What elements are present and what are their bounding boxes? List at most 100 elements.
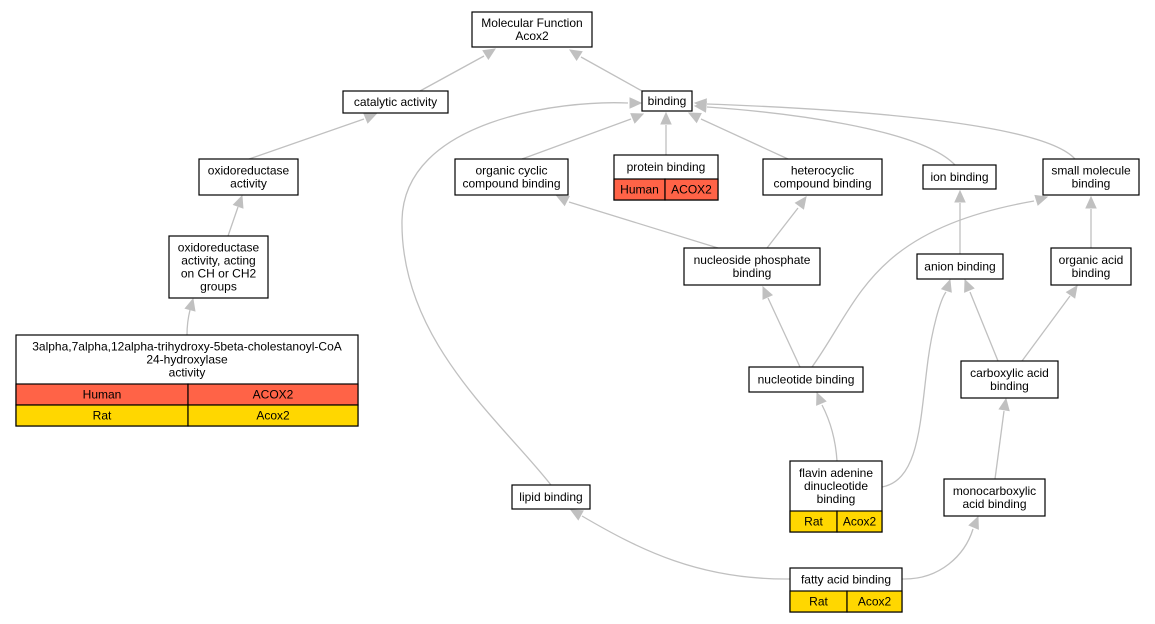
node-box — [342, 90, 449, 114]
node-label: binding — [817, 492, 856, 506]
node-label: fatty acid binding — [801, 573, 891, 587]
arrowhead — [555, 195, 570, 207]
edge-nucleoside_phosphate-to-heterocyclic — [766, 196, 807, 249]
node-label: nucleoside phosphate — [694, 253, 811, 267]
edge-line — [568, 201, 719, 249]
edge-line — [767, 297, 801, 368]
node-box — [916, 253, 1004, 280]
species-label: Rat — [804, 515, 823, 529]
edge-line — [766, 207, 799, 249]
node-box — [748, 366, 864, 393]
gene-cell — [846, 590, 903, 613]
gene-cell — [664, 178, 719, 201]
arrowhead — [968, 515, 979, 530]
node-label: acid binding — [962, 497, 1026, 511]
node-ion[interactable]: ion binding — [922, 164, 997, 190]
node-box — [198, 158, 299, 196]
edge-line — [969, 291, 999, 362]
arrowhead — [762, 285, 774, 300]
edge-lipid-to-binding — [401, 97, 643, 486]
node-label: monocarboxylic — [953, 484, 1036, 498]
species-label: Rat — [809, 595, 828, 609]
node-lipid[interactable]: lipid binding — [511, 484, 591, 510]
edge-small_molecule-to-binding — [693, 98, 1076, 160]
node-nucleotide[interactable]: nucleotide binding — [748, 366, 864, 393]
edge-line — [901, 528, 974, 580]
gene-cell — [187, 404, 359, 427]
node-label: binding — [1072, 177, 1111, 191]
node-label: binding — [648, 94, 687, 108]
edge-carboxylic-to-anion — [964, 278, 999, 362]
node-anion[interactable]: anion binding — [916, 253, 1004, 280]
arrowhead — [954, 189, 966, 203]
node-label: Acox2 — [515, 29, 549, 43]
edge-binding-to-mf — [568, 49, 643, 92]
edge-organic_cyclic-to-binding — [521, 113, 645, 160]
node-box — [511, 484, 591, 510]
node-label: anion binding — [924, 260, 995, 274]
edge-line — [419, 55, 485, 92]
edge-line — [248, 118, 365, 160]
node-label: catalytic activity — [354, 95, 437, 109]
node-label: 24-hydroxylase — [146, 353, 228, 367]
arrowhead — [232, 194, 244, 209]
node-label: carboxylic acid — [970, 366, 1049, 380]
node-label: binding — [1072, 266, 1111, 280]
node-label: activity, acting — [181, 254, 255, 268]
node-box — [683, 247, 821, 286]
edge-nucleoside_phosphate-to-organic_cyclic — [555, 195, 719, 249]
edge-line — [1021, 295, 1071, 362]
node-label: heterocyclic — [791, 164, 854, 178]
edge-line — [227, 206, 239, 237]
arrowhead — [482, 48, 497, 61]
node-box — [1042, 158, 1140, 196]
edge-line — [581, 515, 791, 580]
arrowhead — [1085, 195, 1097, 209]
node-label: protein binding — [627, 160, 706, 174]
arrowhead — [629, 97, 643, 109]
node-label: binding — [990, 379, 1029, 393]
edge-anion-to-ion — [954, 189, 966, 254]
arrowhead — [940, 278, 952, 293]
node-box — [471, 11, 593, 48]
node-binding[interactable]: binding — [641, 90, 693, 112]
edge-nucleotide-to-small_molecule — [811, 194, 1049, 368]
gene-label: Acox2 — [858, 595, 892, 609]
edge-line — [706, 106, 956, 166]
node-label: organic acid — [1059, 253, 1124, 267]
gene-label: ACOX2 — [253, 388, 294, 402]
edge-line — [706, 103, 1076, 160]
arrowhead — [693, 98, 707, 110]
edge-fatty_acid-to-lipid — [569, 509, 791, 580]
arrowhead — [184, 297, 196, 312]
node-hydroxylase[interactable]: 3alpha,7alpha,12alpha-trihydroxy-5beta-c… — [15, 334, 359, 427]
species-label: Human — [620, 183, 659, 197]
gene-label: Acox2 — [256, 409, 290, 423]
node-catalytic[interactable]: catalytic activity — [342, 90, 449, 114]
node-label: 3alpha,7alpha,12alpha-trihydroxy-5beta-c… — [32, 340, 342, 354]
arrowhead — [569, 509, 584, 521]
edge-hydroxylase-to-oxido_ch — [184, 297, 196, 336]
node-label: on CH or CH2 — [181, 267, 257, 281]
arrowhead — [660, 111, 672, 125]
node-label: oxidoreductase — [208, 164, 290, 178]
arrowhead — [363, 113, 378, 124]
arrowhead — [1034, 194, 1049, 206]
gene-label: ACOX2 — [671, 183, 712, 197]
node-box — [168, 235, 269, 299]
edge-line — [821, 404, 838, 462]
